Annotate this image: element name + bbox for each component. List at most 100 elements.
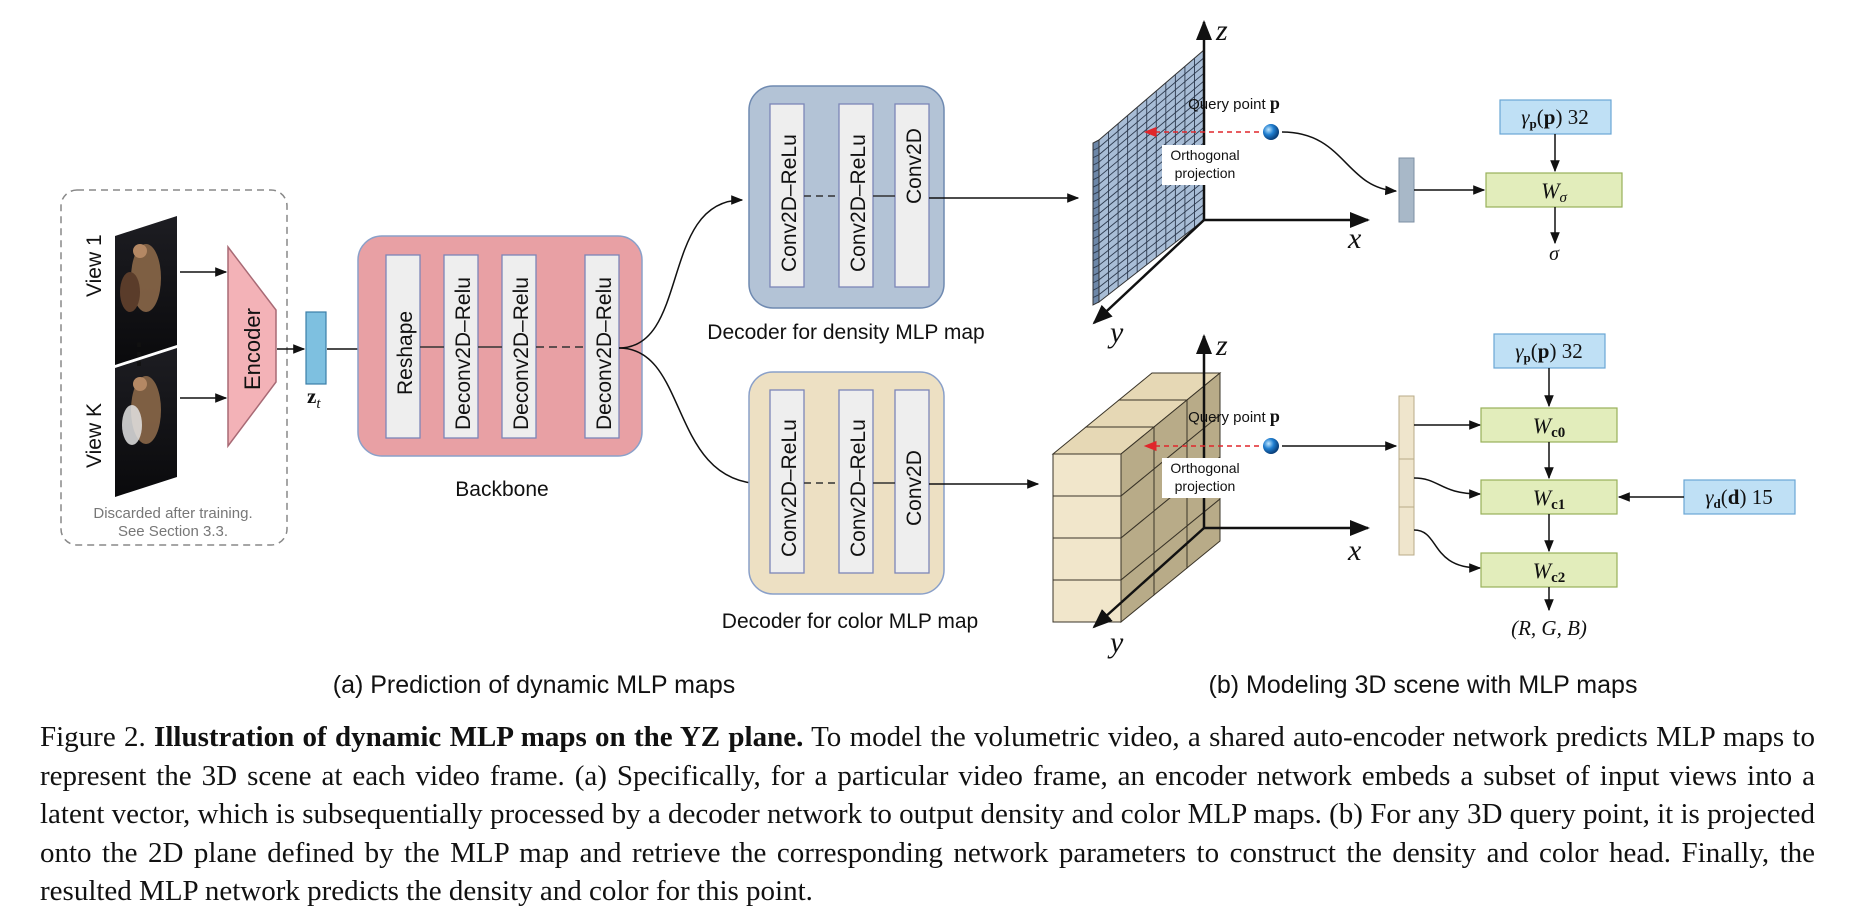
caption-prefix: Figure 2. [40,721,155,753]
block-front [1052,579,1122,623]
grid-line [1098,211,1205,295]
pe-p-box-bottom [1493,333,1606,369]
grid-line [1092,286,1100,291]
grid-line [1092,242,1100,247]
grid-line [1098,126,1205,214]
color-layer-label-0: Conv2D–ReLu [778,419,801,557]
axis-z-bottom: z [1215,329,1228,362]
backbone-layer-label-2: Deconv2D–Relu [510,277,533,430]
grid-line [1092,220,1100,225]
density-layer-label-1: Conv2D–ReLu [847,134,870,272]
query-point-bottom: Query point p Orthogonal projection [1143,406,1398,498]
color-layer-label-1: Conv2D–ReLu [847,419,870,557]
input-views-panel: View 1 View K ⋮ Discarded after training… [60,189,288,546]
caption-title: Illustration of dynamic MLP maps on the … [154,721,804,753]
grid-line [1098,57,1205,148]
backbone-layer-label-3: Deconv2D–Relu [593,277,616,430]
axes-top: z x y [1092,14,1370,349]
query-point-ball-bottom [1263,438,1279,454]
encoder-block: Encoder [227,244,277,449]
grid-line [1092,213,1100,218]
block-front [1052,453,1122,497]
grid-line [1092,146,1100,151]
backbone-layer-deconv-3 [584,254,620,439]
pe-p-label-bottom: γp(p) 32 [1515,339,1582,365]
retrieved-params-top [1398,157,1415,223]
grid-line [1098,111,1205,200]
w-c1-label: Wc1 [1533,485,1566,513]
density-head: γp(p) 32 Wσ σ [1485,99,1623,265]
w-sigma-label: Wσ [1541,178,1567,206]
w-c2-label: Wc2 [1533,558,1566,586]
w-c0-box [1480,407,1618,443]
grid-line [1092,272,1100,276]
projection-label-bottom-1: Orthogonal [1170,460,1239,476]
discard-note-line1: Discarded after training. [93,505,252,522]
axis-x-top: x [1347,222,1362,255]
projection-label-top-1: Orthogonal [1170,147,1239,163]
pe-p-label-top: γp(p) 32 [1521,105,1588,131]
grid-line [1098,188,1205,273]
backbone-layer-reshape [385,254,421,439]
grid-line [1098,119,1205,207]
grid-line [1092,264,1100,269]
discard-note-line2: See Section 3.3. [118,523,228,540]
color-decoder-block: Conv2D–ReLu Conv2D–ReLu Conv2D Decoder f… [722,371,978,633]
arrow-backbone-to-density-decoder [618,195,744,349]
w-sigma-box [1485,172,1623,208]
color-output-label: (R, G, B) [1511,616,1587,640]
color-layer-1 [769,389,805,574]
grid-line [1092,183,1100,188]
grid-line [1092,279,1100,284]
figure-caption: Figure 2. Illustration of dynamic MLP ma… [40,718,1815,911]
pe-d-label: γd(d) 15 [1705,485,1772,511]
block-front [1052,537,1122,581]
grid-line [1098,65,1205,156]
w-c0-label: Wc0 [1533,413,1566,441]
density-layer-label-0: Conv2D–ReLu [778,134,801,272]
view-1-label: View 1 [83,234,106,297]
backbone-layer-deconv-1 [443,254,479,439]
grid-line [1092,198,1100,203]
grid-line [1092,205,1100,210]
axis-x-bottom: x [1347,534,1362,567]
backbone-layer-label-0: Reshape [394,311,417,395]
latent-label: zt [307,384,321,412]
block-front [1052,495,1122,539]
grid-line [1098,103,1205,192]
density-decoder-title: Decoder for density MLP map [707,321,984,344]
pe-d-box [1683,479,1796,515]
density-output-label: σ [1549,243,1560,265]
grid-line [1098,196,1205,281]
density-layer-3 [894,103,930,288]
query-point-ball-top [1263,124,1279,140]
grid-line [1092,169,1100,173]
view-k-label: View K [83,403,106,468]
caption-body: To model the volumetric video, a shared … [40,721,1815,907]
grid-line [1092,294,1100,299]
color-layer-3 [894,389,930,574]
grid-line [1098,204,1205,288]
grid-line [1092,191,1100,195]
query-point-label-bottom: Query point p [1188,406,1280,426]
grid-line [1092,257,1100,262]
grid-line [1092,227,1100,232]
arrow-backbone-to-color-decoder [618,347,766,489]
backbone-title: Backbone [455,478,548,501]
w-c2-box [1480,552,1618,588]
grid-line [1092,154,1100,159]
grid-line [1098,72,1205,163]
color-layer-2 [838,389,874,574]
density-layer-label-2: Conv2D [903,128,926,204]
grid-line [1098,181,1205,266]
retrieved-params-bottom [1398,395,1415,556]
density-layer-2 [838,103,874,288]
axis-y-bottom: y [1107,626,1124,659]
density-decoder-block: Conv2D–ReLu Conv2D–ReLu Conv2D Decoder f… [707,85,985,344]
view-k-image [115,348,177,497]
subcaption-a: (a) Prediction of dynamic MLP maps [333,671,735,699]
color-decoder-title: Decoder for color MLP map [722,610,978,633]
grid-line [1092,161,1100,166]
grid-line [1098,80,1205,170]
